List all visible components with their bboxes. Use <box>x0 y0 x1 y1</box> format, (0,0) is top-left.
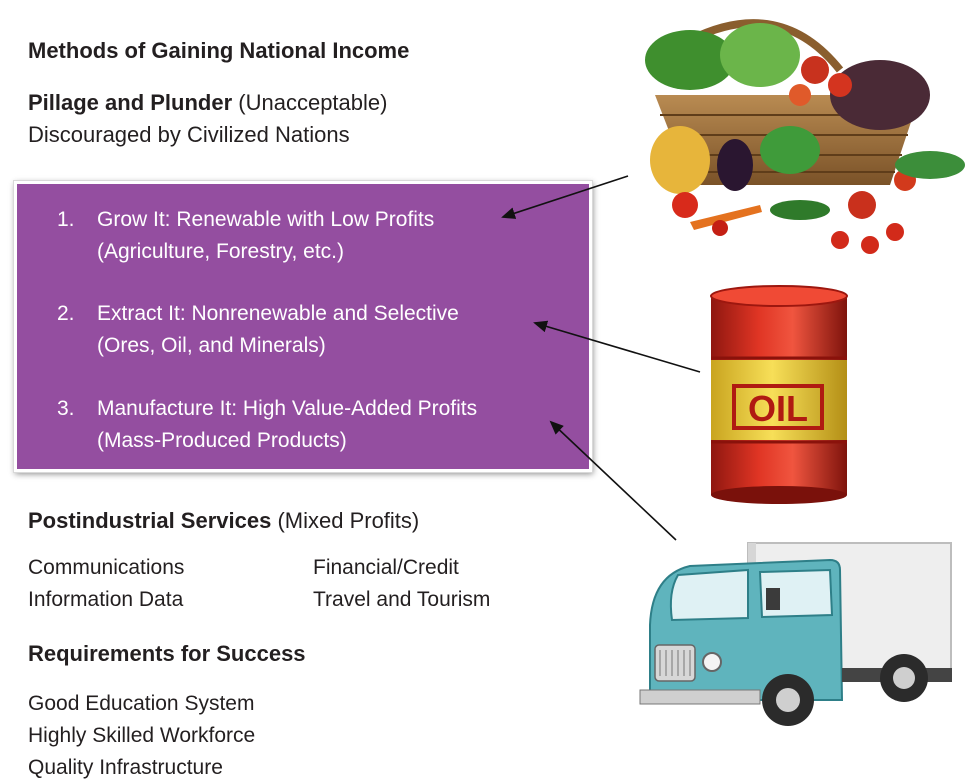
methods-box: 1. Grow It: Renewable with Low Profits (… <box>14 181 592 472</box>
pillage-heading: Pillage and Plunder (Unacceptable) <box>28 90 387 116</box>
method-examples: (Agriculture, Forestry, etc.) <box>97 240 344 263</box>
vegetable-basket-image <box>645 19 965 254</box>
method-examples: (Mass-Produced Products) <box>97 429 347 452</box>
pillage-description: Discouraged by Civilized Nations <box>28 122 350 147</box>
service-item: Communications <box>28 556 185 579</box>
method-examples: (Ores, Oil, and Minerals) <box>97 334 326 357</box>
pillage-label: Pillage and Plunder <box>28 90 233 115</box>
requirement-item: Quality Infrastructure <box>28 756 223 779</box>
method-number: 2. <box>57 302 75 325</box>
requirements-heading: Requirements for Success <box>28 641 306 666</box>
services-note: (Mixed Profits) <box>271 508 420 533</box>
truck-image <box>639 542 952 726</box>
services-column-2: Financial/Credit Travel and Tourism <box>313 552 490 616</box>
diagram-title: Methods of Gaining National Income <box>28 38 410 63</box>
pillage-note: (Unacceptable) <box>232 90 388 115</box>
services-column-1: Communications Information Data <box>28 552 184 616</box>
arrow-basket-to-grow <box>501 175 629 219</box>
services-heading: Postindustrial Services (Mixed Profits) <box>28 508 419 534</box>
services-label: Postindustrial Services <box>28 508 272 533</box>
method-title: Grow It: Renewable with Low Profits <box>97 208 435 231</box>
method-title: Extract It: Nonrenewable and Selective <box>97 302 459 325</box>
service-item: Information Data <box>28 588 184 611</box>
arrow-truck-to-manufacture <box>549 420 677 541</box>
method-number: 1. <box>57 208 75 231</box>
method-title: Manufacture It: High Value-Added Profits <box>97 397 478 420</box>
method-number: 3. <box>57 397 75 420</box>
service-item: Travel and Tourism <box>313 588 491 611</box>
requirement-item: Highly Skilled Workforce <box>28 724 256 747</box>
requirement-item: Good Education System <box>28 692 255 715</box>
oil-barrel-image: OIL <box>710 285 848 504</box>
barrel-label: OIL <box>748 388 808 429</box>
service-item: Financial/Credit <box>313 556 459 579</box>
requirements-list: Good Education System Highly Skilled Wor… <box>28 688 255 784</box>
arrow-barrel-to-extract <box>533 320 701 373</box>
